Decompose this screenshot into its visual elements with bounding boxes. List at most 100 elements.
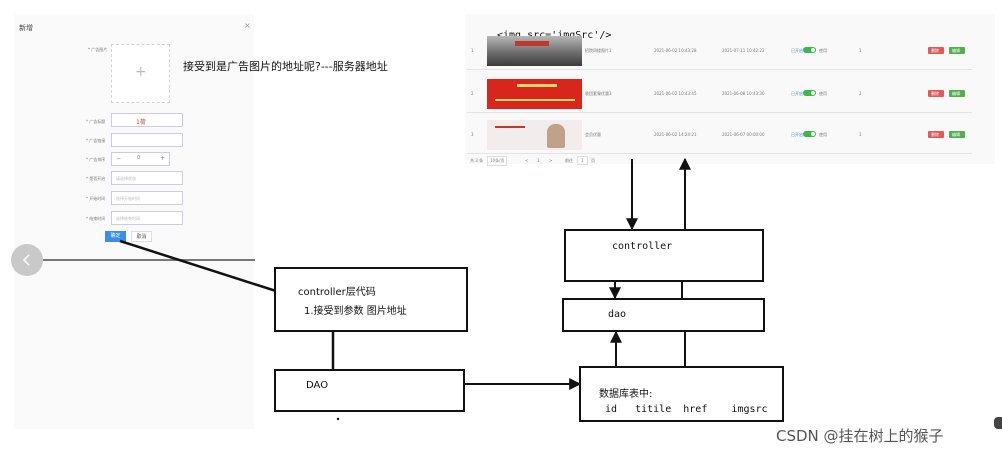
- goto-label: 前往: [565, 158, 573, 163]
- start-time-input[interactable]: 选择开始时间: [111, 191, 183, 205]
- row-state: 使用: [819, 91, 827, 96]
- row-created: 2021-06-02 14:24:21: [654, 132, 697, 137]
- pagination-total: 共 3 条: [470, 158, 484, 163]
- row-thumbnail: [487, 36, 582, 66]
- row-status: 已开启: [791, 91, 803, 96]
- link-input[interactable]: [111, 133, 183, 147]
- confirm-button[interactable]: 确定: [105, 231, 126, 242]
- row-toggle[interactable]: [803, 47, 816, 53]
- field-label-sort: * 广告排序: [86, 157, 106, 162]
- row-toggle[interactable]: [803, 131, 816, 137]
- page-size-select[interactable]: 10条/页: [487, 156, 508, 166]
- row-expires: 2021-06-07 00:00:00: [722, 132, 765, 137]
- row-state: 使用: [819, 48, 827, 53]
- controller-box-left-line2: 1.接受到参数 图片地址: [304, 306, 407, 317]
- edit-button[interactable]: 编辑: [949, 131, 965, 138]
- row-sort: 1: [859, 48, 862, 53]
- stepper-minus-button[interactable]: −: [116, 155, 122, 162]
- edit-button-label: 编辑: [952, 132, 960, 137]
- dialog-title: 新增: [19, 24, 33, 32]
- dot-mark: [336, 417, 340, 421]
- pagination: 共 3 条 10条/页 < 1 > 前往 1 页: [470, 156, 610, 166]
- edit-button-label: 编辑: [952, 91, 960, 96]
- row-sort: 2: [859, 91, 862, 96]
- row-id: 3: [471, 132, 474, 137]
- plus-icon: +: [135, 64, 147, 80]
- stepper-plus-button[interactable]: +: [160, 155, 166, 162]
- carousel-prev-button[interactable]: [11, 244, 43, 276]
- database-box: 数据库表中: id titile href imgsrc: [579, 366, 784, 422]
- row-title: 招院四楼图片1: [585, 48, 612, 53]
- database-box-line1: 数据库表中:: [599, 389, 653, 400]
- delete-button-label: 删除: [931, 91, 939, 96]
- img-tag-annotation: <img src='imgSrc'/>: [497, 30, 611, 41]
- dao-box-left: DAO: [274, 369, 465, 412]
- csdn-watermark: CSDN @挂在树上的猴子: [776, 427, 944, 445]
- field-label-enabled: * 是否开启: [86, 176, 106, 181]
- controller-box-left: controller层代码 1.接受到参数 图片地址: [274, 267, 468, 332]
- end-time-placeholder: 选择结束时间: [116, 216, 140, 221]
- row-status: 已开启: [791, 48, 803, 53]
- row-sort: 3: [859, 132, 862, 137]
- dao-box-right: dao: [562, 298, 765, 332]
- row-id: 2: [471, 91, 474, 96]
- row-id: 1: [471, 48, 474, 53]
- row-created: 2021-06-02 10:43:45: [654, 91, 697, 96]
- field-label-link: * 广告链接: [86, 138, 106, 143]
- delete-button[interactable]: 删除: [928, 90, 944, 97]
- row-thumbnail: [487, 120, 582, 150]
- edit-button-label: 编辑: [952, 48, 960, 53]
- table-row: 2 收团套餐优惠3 2021-06-02 10:43:45 2021-06-08…: [467, 76, 972, 113]
- edit-button[interactable]: 编辑: [949, 90, 965, 97]
- row-expires: 2021-06-08 10:43:30: [722, 91, 765, 96]
- field-label-title: * 广告标题: [86, 119, 106, 124]
- confirm-to-controller-line: [119, 239, 277, 293]
- delete-button-label: 删除: [931, 132, 939, 137]
- table-row: 3 会员优惠 2021-06-02 14:24:21 2021-06-07 00…: [467, 117, 972, 154]
- scroll-tab[interactable]: [994, 417, 1002, 429]
- dao-box-right-label: dao: [608, 309, 627, 320]
- title-input-value: 1荷: [136, 119, 146, 126]
- thumbnail-banner: [495, 126, 525, 128]
- sort-stepper[interactable]: − 0 +: [111, 152, 170, 166]
- delete-button[interactable]: 删除: [928, 131, 944, 138]
- row-expires: 2021-07-11 10:42:22: [722, 48, 765, 53]
- enabled-select-placeholder: 请选择状态: [116, 176, 136, 181]
- image-label: * 广告图片: [88, 47, 108, 52]
- prev-page-button[interactable]: <: [525, 158, 529, 163]
- start-time-placeholder: 选择开始时间: [116, 196, 140, 201]
- divider-line: [43, 259, 255, 261]
- image-upload[interactable]: +: [111, 44, 170, 103]
- table-row: 1 招院四楼图片1 2021-06-02 10:43:28 2021-07-11…: [467, 33, 972, 70]
- row-thumbnail: [487, 79, 582, 109]
- row-title: 会员优惠: [585, 132, 601, 137]
- delete-button-label: 删除: [931, 48, 939, 53]
- row-state: 使用: [819, 132, 827, 137]
- thumbnail-figure: [547, 124, 565, 148]
- end-time-input[interactable]: 选择结束时间: [111, 211, 183, 225]
- row-title: 收团套餐优惠3: [585, 91, 612, 96]
- database-box-columns: id titile href imgsrc: [605, 404, 768, 415]
- row-toggle[interactable]: [803, 90, 816, 96]
- enabled-select[interactable]: 请选择状态: [111, 171, 183, 185]
- controller-box-left-line1: controller层代码: [298, 287, 376, 298]
- page-unit-label: 页: [591, 158, 595, 163]
- cancel-button[interactable]: 取消: [131, 231, 152, 242]
- row-status: 已开启: [791, 132, 803, 137]
- controller-box-right-label: controller: [612, 241, 673, 252]
- handwritten-note: 接受到是广告图片的地址呢?---服务器地址: [183, 60, 388, 73]
- controller-box-right: controller: [564, 229, 764, 282]
- field-label-end: * 结束时间: [86, 216, 106, 221]
- next-page-button[interactable]: >: [549, 158, 553, 163]
- goto-page-input[interactable]: 1: [577, 156, 588, 165]
- close-icon[interactable]: ×: [244, 21, 251, 30]
- thumbnail-banner: [517, 84, 557, 87]
- edit-button[interactable]: 编辑: [949, 47, 965, 54]
- field-label-start: * 开始时间: [86, 196, 106, 201]
- title-input[interactable]: 1荷: [111, 113, 183, 127]
- delete-button[interactable]: 删除: [928, 47, 944, 54]
- dao-box-left-label: DAO: [306, 380, 329, 391]
- sort-value: 0: [137, 155, 141, 161]
- current-page[interactable]: 1: [537, 158, 540, 163]
